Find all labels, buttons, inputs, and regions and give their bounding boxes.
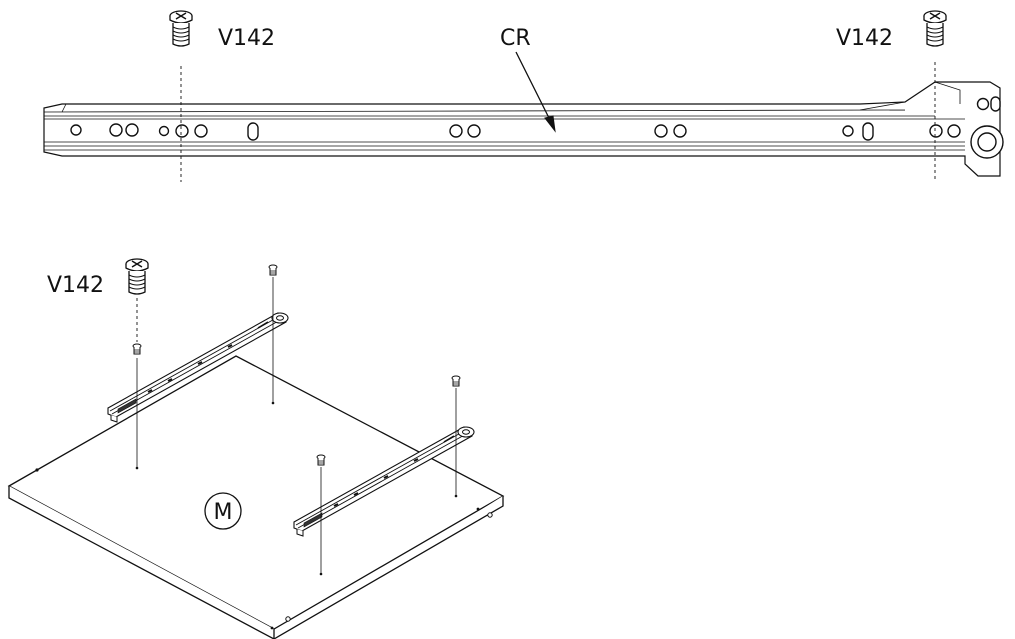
small-screw-icon-d — [316, 454, 326, 466]
panel-board — [7, 355, 505, 639]
panel-label-circle — [204, 492, 242, 530]
label-screw-lower: V142 — [47, 273, 104, 298]
label-screw-right: V142 — [836, 26, 893, 51]
screw-icon-lower — [125, 258, 149, 295]
small-screw-icon-c — [451, 375, 461, 387]
screw-icon-left — [169, 10, 193, 47]
drawer-runner-icon — [43, 81, 1004, 177]
label-screw-left: V142 — [218, 26, 275, 51]
small-screw-icon-b — [268, 264, 278, 276]
runner-detail: V142 V142 CR — [43, 10, 1004, 182]
label-panel: M — [214, 500, 233, 525]
rail-pointer-arrow — [515, 51, 556, 133]
panel-assembly: V142 M — [7, 258, 505, 639]
screw-icon-right — [923, 10, 947, 47]
small-screw-icon-a — [132, 343, 142, 355]
label-rail: CR — [500, 26, 531, 51]
